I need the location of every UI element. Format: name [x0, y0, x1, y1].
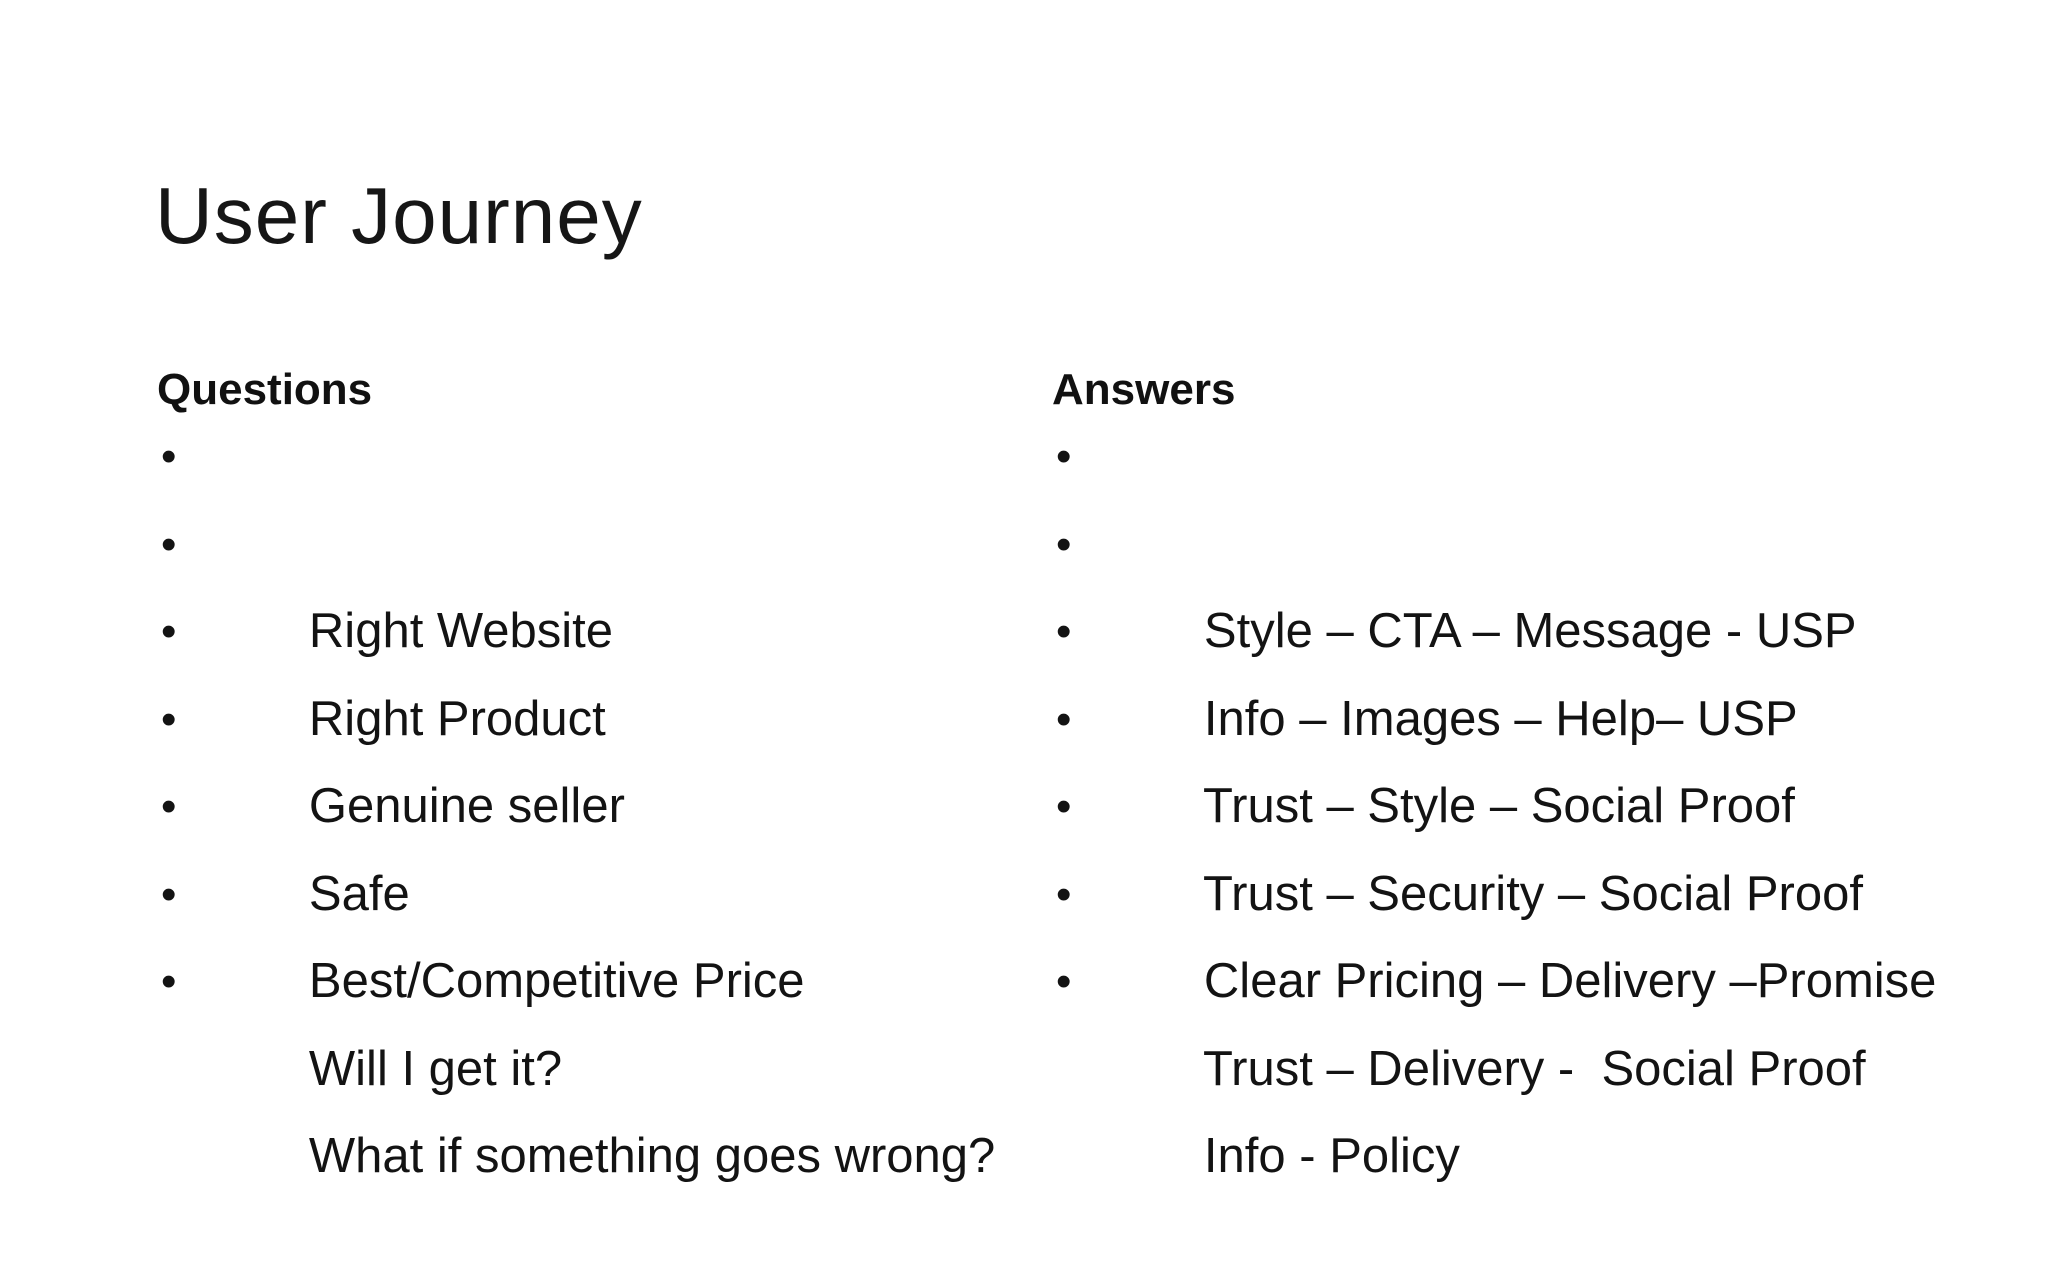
list-item-text: Will I get it? — [308, 1041, 563, 1096]
list-item: • Clear Pricing – Delivery –Promise — [1052, 763, 1992, 1008]
list-item: • Right Website — [157, 413, 957, 658]
bullet-icon: • — [161, 607, 177, 656]
answers-column: Answers • Style – CTA – Message - USP • … — [1052, 365, 1992, 1183]
list-item-text: Right Website — [308, 604, 614, 658]
bullet-icon: • — [1056, 607, 1072, 656]
list-item-text: Clear Pricing – Delivery –Promise — [1203, 954, 1937, 1008]
list-item: • What if something goes wrong? — [157, 938, 995, 1183]
list-item: • Best/Competitive Price — [157, 763, 957, 1008]
list-item-text: What if something goes wrong? — [308, 1129, 996, 1183]
list-item: • Trust – Security – Social Proof — [1052, 676, 1992, 921]
list-item-text: Genuine seller — [308, 779, 625, 833]
list-item: • Info - Policy — [1052, 938, 1992, 1183]
questions-header: Questions — [157, 365, 373, 414]
answers-list: • Style – CTA – Message - USP • Info – I… — [1052, 413, 1992, 1183]
list-item-text: Safe — [308, 866, 410, 921]
list-item: • Will I get it? — [157, 851, 957, 1096]
answers-header: Answers — [1052, 365, 1236, 414]
list-item-text: Trust – Security – Social Proof — [1203, 866, 1863, 921]
list-item-text: Best/Competitive Price — [308, 954, 805, 1008]
questions-column: Questions • Right Website • Right Produc… — [157, 365, 995, 1183]
list-item: • Style – CTA – Message - USP — [1052, 413, 1992, 658]
bullet-icon: • — [1056, 519, 1072, 569]
list-item: • Right Product — [157, 501, 957, 746]
bullet-icon: • — [1056, 694, 1072, 744]
questions-list: • Right Website • Right Product • Genuin… — [157, 413, 995, 1183]
bullet-icon: • — [161, 519, 177, 569]
bullet-icon: • — [161, 432, 177, 481]
slide: User Journey Questions • Right Website •… — [155, 170, 1992, 1183]
bullet-icon: • — [161, 869, 177, 919]
bullet-icon: • — [1056, 432, 1072, 481]
bullet-icon: • — [161, 694, 177, 744]
bullet-icon: • — [161, 782, 177, 831]
list-item-text: Trust – Delivery - Social Proof — [1203, 1041, 1866, 1096]
bullet-icon: • — [1056, 957, 1072, 1006]
list-item-text: Trust – Style – Social Proof — [1203, 779, 1795, 833]
list-item-text: Info – Images – Help– USP — [1203, 691, 1798, 746]
list-item: • Trust – Delivery - Social Proof — [1052, 851, 1992, 1096]
list-item: • Trust – Style – Social Proof — [1052, 588, 1992, 833]
bullet-icon: • — [1056, 869, 1072, 919]
bullet-icon: • — [161, 957, 177, 1006]
list-item-text: Style – CTA – Message - USP — [1203, 604, 1857, 658]
list-item-text: Info - Policy — [1203, 1129, 1460, 1183]
bullet-icon: • — [1056, 782, 1072, 831]
list-item-text: Right Product — [308, 691, 606, 746]
list-item: • Safe — [157, 676, 957, 921]
list-item: • Genuine seller — [157, 588, 957, 833]
list-item: • Info – Images – Help– USP — [1052, 501, 1992, 746]
slide-title: User Journey — [155, 170, 643, 260]
